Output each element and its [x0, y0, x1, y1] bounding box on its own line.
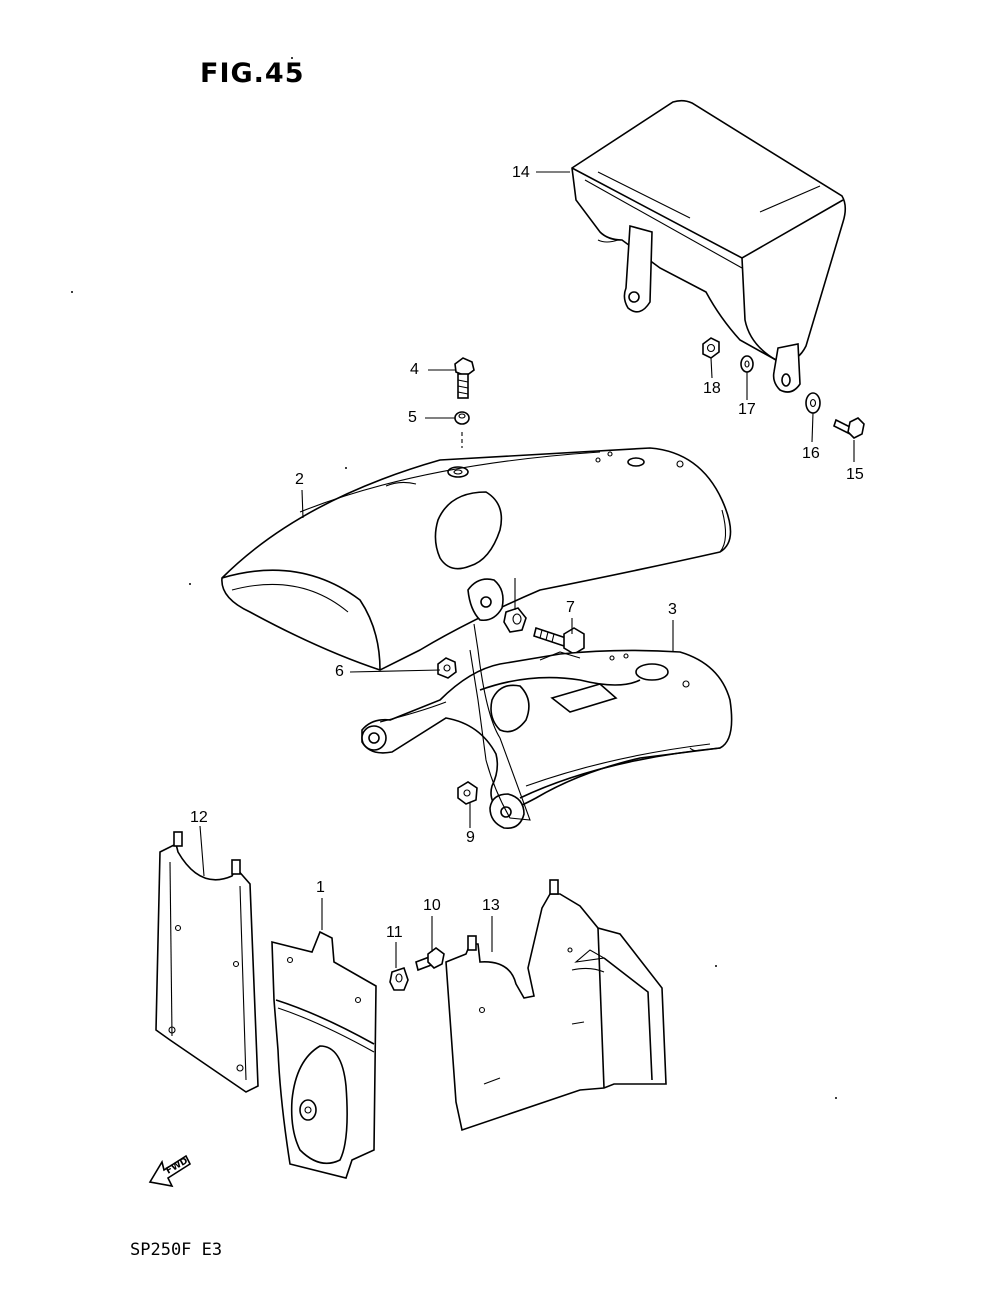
- mud-flap-13: [445, 879, 667, 1132]
- callout-10: 10: [423, 897, 441, 914]
- bolt-7: [533, 626, 585, 655]
- callout-11: 11: [386, 924, 403, 941]
- callout-1: 1: [316, 879, 325, 896]
- leader-lines: [199, 171, 855, 968]
- callout-18: 18: [703, 380, 721, 397]
- bolt-15: [833, 417, 865, 439]
- mud-guard-1: [271, 930, 377, 1179]
- mud-flap-12: [155, 831, 259, 1093]
- model-code: SP250F E3: [130, 1240, 223, 1260]
- callout-6: 6: [335, 663, 344, 680]
- bolt-4: [454, 357, 475, 399]
- collar-11: [389, 966, 409, 991]
- seat-cowl: [571, 99, 847, 393]
- callout-16: 16: [802, 445, 820, 462]
- callout-9: 9: [466, 829, 475, 846]
- rear-fender-lower: [361, 623, 733, 830]
- fwd-label: FWD: [165, 1156, 190, 1176]
- washer-17: [740, 355, 754, 373]
- nut-6: [437, 657, 457, 679]
- rear-fender-upper: [221, 447, 732, 671]
- nut-9: [457, 781, 478, 805]
- grommet-5: [454, 411, 470, 425]
- nut-18: [702, 337, 720, 359]
- callout-7: 7: [566, 599, 575, 616]
- bolt-10: [415, 947, 445, 972]
- callout-17: 17: [738, 401, 756, 418]
- callout-2: 2: [295, 471, 304, 488]
- callout-12: 12: [190, 809, 208, 826]
- callout-14: 14: [512, 164, 530, 181]
- figure-title: FIG.45: [200, 58, 305, 89]
- washer-16: [805, 392, 821, 414]
- callout-15: 15: [846, 466, 864, 483]
- callout-3: 3: [668, 601, 677, 618]
- callout-5: 5: [408, 409, 417, 426]
- callout-4: 4: [410, 361, 419, 378]
- fwd-arrow-icon: FWD: [148, 1154, 192, 1188]
- collar-8: [503, 607, 527, 633]
- callout-13: 13: [482, 897, 500, 914]
